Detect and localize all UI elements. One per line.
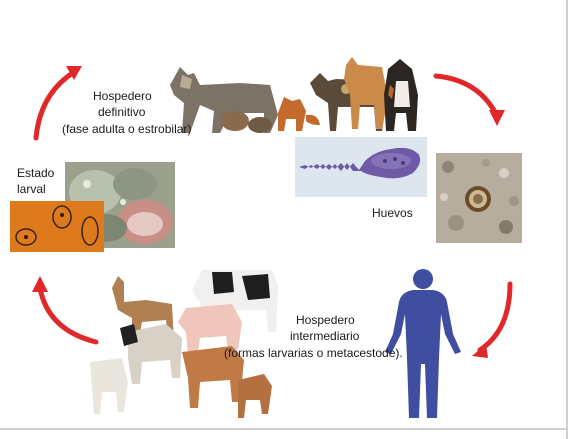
cycle-arrow-icon (40, 288, 96, 342)
cycle-arrow-icon (36, 72, 74, 138)
cycle-arrow-icon (436, 76, 496, 114)
cycle-arrow-icon (480, 284, 510, 350)
